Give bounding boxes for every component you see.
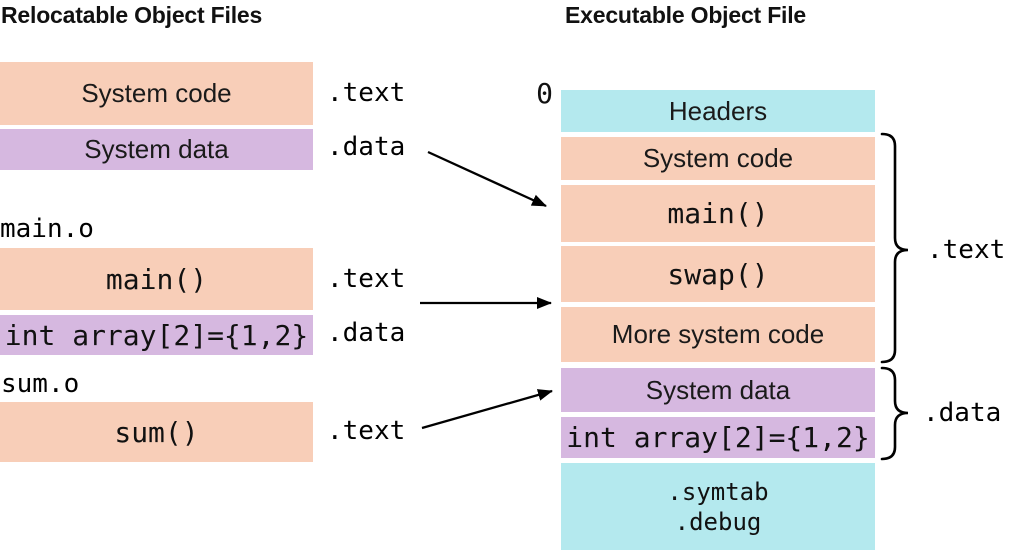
text-section-brace <box>880 132 909 364</box>
left-system-code-label: System code <box>81 78 232 108</box>
exec-int-array-label: int array[2]={1,2} <box>566 421 870 454</box>
address-zero-label: 0 <box>536 76 553 110</box>
left-system-data-box: System data <box>0 129 313 170</box>
left-main-function-box: main() <box>0 248 313 310</box>
left-sum-function-label: sum() <box>114 415 199 449</box>
left-int-array-label: int array[2]={1,2} <box>4 318 309 352</box>
executable-file-title: Executable Object File <box>565 2 807 28</box>
exec-more-system-code-box: More system code <box>561 307 875 362</box>
file-label-sum-o: sum.o <box>1 369 80 399</box>
left-system-data-label: System data <box>84 134 229 164</box>
link-arrow-sum-text <box>421 389 553 430</box>
exec-system-code-box: System code <box>561 137 875 180</box>
exec-system-data-label: System data <box>645 374 791 405</box>
section-label-system-data: .data <box>327 132 406 162</box>
exec-main-function-box: main() <box>561 185 875 242</box>
section-label-sum-text: .text <box>327 416 406 446</box>
left-main-function-label: main() <box>105 262 208 296</box>
exec-more-system-code-label: More system code <box>611 319 825 349</box>
section-label-system-text: .text <box>327 78 406 108</box>
link-arrow-system-data <box>427 150 547 208</box>
exec-swap-function-box: swap() <box>561 246 875 302</box>
relocatable-files-title: Relocatable Object Files <box>1 2 263 28</box>
section-label-main-data: .data <box>327 318 406 348</box>
file-label-main-o: main.o <box>0 214 94 244</box>
section-label-main-text: .text <box>327 264 406 294</box>
exec-symtab-label: .symtab <box>667 477 769 506</box>
brace-label-data: .data <box>923 398 1002 428</box>
exec-system-code-label: System code <box>642 143 794 173</box>
data-section-brace <box>880 366 909 461</box>
exec-symtab-debug-box: .symtab .debug <box>561 463 875 550</box>
left-int-array-box: int array[2]={1,2} <box>0 315 313 355</box>
exec-main-function-label: main() <box>667 197 769 230</box>
exec-debug-label: .debug <box>674 507 762 536</box>
exec-system-data-box: System data <box>561 368 875 412</box>
exec-int-array-box: int array[2]={1,2} <box>561 417 875 458</box>
brace-label-text: .text <box>927 235 1006 265</box>
exec-swap-function-label: swap() <box>667 257 769 291</box>
exec-headers-label: Headers <box>668 95 768 126</box>
left-sum-function-box: sum() <box>0 402 313 462</box>
exec-headers-box: Headers <box>561 90 875 132</box>
left-system-code-box: System code <box>0 62 313 125</box>
